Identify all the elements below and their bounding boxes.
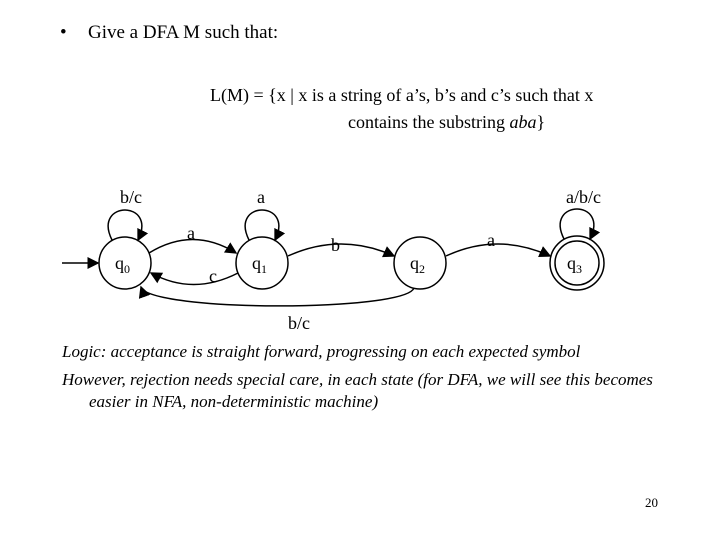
language-substring: aba — [509, 112, 537, 132]
language-line-2: contains the substring aba} — [210, 109, 593, 136]
label-edge-q1-q2: b — [331, 235, 340, 255]
label-edge-q1-q0: c — [209, 266, 217, 286]
bullet-marker: • — [60, 22, 67, 43]
label-loop-q3: a/b/c — [566, 187, 601, 207]
state-q2-label: q2 — [410, 253, 425, 276]
language-line-2-prefix: contains the substring — [348, 112, 510, 132]
problem-prompt: Give a DFA M such that: — [88, 22, 279, 43]
dfa-diagram: q0 q1 q2 q3 b/c a c a — [62, 187, 605, 333]
state-q3-label: q3 — [567, 253, 582, 276]
label-edge-q2-q0: b/c — [288, 313, 310, 333]
loop-q1 — [244, 209, 286, 242]
page-number: 20 — [645, 495, 658, 510]
language-definition: L(M) = {x | x is a string of a’s, b’s an… — [210, 82, 593, 136]
label-edge-q2-q3: a — [487, 230, 495, 250]
accepting-ring — [554, 240, 600, 286]
state-q2: q2 — [393, 236, 447, 290]
loop-q3 — [559, 208, 601, 241]
language-line-2-suffix: } — [536, 112, 546, 132]
state-q1-label: q1 — [252, 253, 267, 276]
logic-text: Logic: acceptance is straight forward, p… — [62, 342, 581, 361]
bullet-point: • Give a DFA M such that: — [60, 22, 278, 44]
edge-q0-q1 — [148, 238, 238, 254]
language-line-1: L(M) = {x | x is a string of a’s, b’s an… — [210, 85, 594, 105]
loop-q0 — [107, 209, 149, 242]
edge-q2-q0 — [139, 285, 415, 307]
edge-q1-q2 — [287, 243, 396, 258]
label-edge-q0-q1: a — [187, 223, 195, 243]
state-q1: q1 — [235, 236, 289, 290]
edge-q2-q3 — [445, 243, 552, 258]
label-loop-q1: a — [257, 187, 265, 207]
explanation: Logic: acceptance is straight forward, p… — [62, 341, 682, 419]
rejection-text: However, rejection needs special care, i… — [62, 370, 653, 411]
label-loop-q0: b/c — [120, 187, 142, 207]
edge-q1-q0 — [149, 272, 239, 286]
state-q3: q3 — [549, 235, 605, 291]
state-q0-label: q0 — [115, 253, 130, 276]
state-q0: q0 — [98, 236, 152, 290]
